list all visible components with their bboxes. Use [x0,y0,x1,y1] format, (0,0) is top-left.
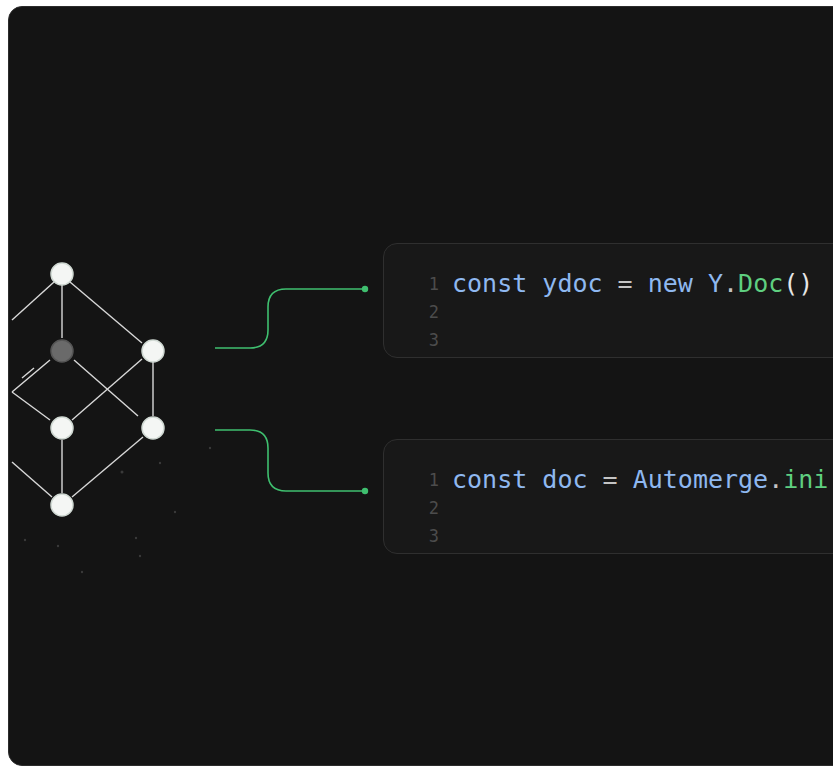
line-number: 1 [417,466,439,494]
code-token: = [603,465,618,494]
code-token [633,269,648,298]
line-number: 2 [417,494,439,522]
code-token: new [648,269,693,298]
code-token: ( [783,269,798,298]
line-number: 3 [417,522,439,550]
code-box: 123 const doc = Automerge.ini [383,439,833,554]
code-box: 123 const ydoc = new Y.Doc() [383,243,833,358]
code-token: doc [542,465,587,494]
code-token: ydoc [542,269,602,298]
code-token [603,269,618,298]
code-token [527,269,542,298]
code-token: Automerge [633,465,768,494]
code-token: = [618,269,633,298]
code-token: ini [783,465,828,494]
line-number: 3 [417,326,439,354]
code-token: . [723,269,738,298]
line-number: 2 [417,298,439,326]
code-token: const [452,465,527,494]
code-token [587,465,602,494]
code-token: Doc [738,269,783,298]
code-token: const [452,269,527,298]
dark-panel [8,6,833,766]
code-line: const doc = Automerge.ini [452,466,828,494]
code-line: const ydoc = new Y.Doc() [452,270,813,298]
line-gutter: 123 [417,466,439,550]
code-token [527,465,542,494]
code-token [693,269,708,298]
line-gutter: 123 [417,270,439,354]
code-token: ) [798,269,813,298]
code-token: Y [708,269,723,298]
code-token [618,465,633,494]
line-number: 1 [417,270,439,298]
code-token: . [768,465,783,494]
